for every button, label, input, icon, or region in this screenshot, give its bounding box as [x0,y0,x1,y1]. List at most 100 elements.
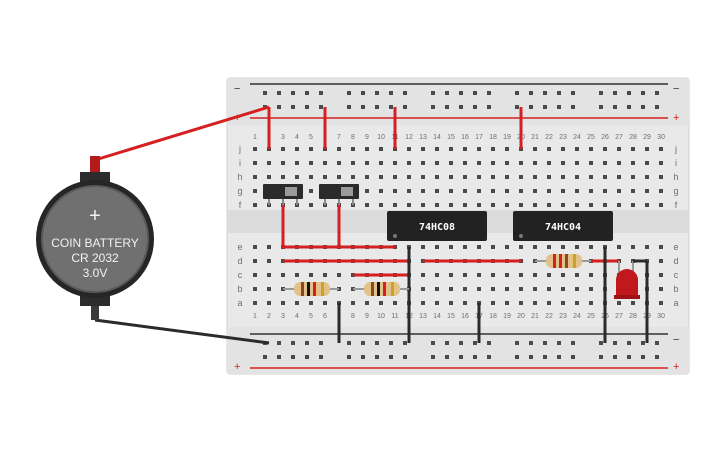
breadboard-hole[interactable] [659,259,663,263]
breadboard-hole[interactable] [281,147,285,151]
power-rail-hole[interactable] [319,105,323,109]
power-rail-hole[interactable] [347,91,351,95]
breadboard-hole[interactable] [463,203,467,207]
breadboard-hole[interactable] [575,147,579,151]
breadboard-hole[interactable] [267,259,271,263]
power-rail-hole[interactable] [473,105,477,109]
power-rail-hole[interactable] [403,91,407,95]
breadboard-hole[interactable] [421,189,425,193]
power-rail-hole[interactable] [641,341,645,345]
power-rail-hole[interactable] [599,355,603,359]
power-rail-hole[interactable] [571,341,575,345]
breadboard-hole[interactable] [547,245,551,249]
resistor-3[interactable] [535,254,591,268]
breadboard-hole[interactable] [519,301,523,305]
power-rail-hole[interactable] [473,341,477,345]
breadboard-hole[interactable] [645,245,649,249]
breadboard-hole[interactable] [351,175,355,179]
power-rail-hole[interactable] [571,105,575,109]
power-rail-hole[interactable] [361,355,365,359]
power-rail-hole[interactable] [445,341,449,345]
power-rail-hole[interactable] [389,355,393,359]
breadboard-hole[interactable] [561,175,565,179]
battery-negative-wire[interactable] [94,318,270,345]
breadboard-hole[interactable] [659,147,663,151]
breadboard-hole[interactable] [463,175,467,179]
breadboard-hole[interactable] [561,287,565,291]
breadboard-hole[interactable] [561,245,565,249]
breadboard-hole[interactable] [449,245,453,249]
breadboard-hole[interactable] [659,161,663,165]
breadboard-hole[interactable] [337,161,341,165]
breadboard-hole[interactable] [253,301,257,305]
power-rail-hole[interactable] [655,91,659,95]
power-rail-hole[interactable] [277,355,281,359]
breadboard-hole[interactable] [505,287,509,291]
breadboard-hole[interactable] [491,301,495,305]
power-rail-hole[interactable] [389,91,393,95]
chip-74hc08[interactable]: 74HC08 [387,211,487,241]
breadboard-hole[interactable] [659,245,663,249]
power-rail-hole[interactable] [627,91,631,95]
power-rail-hole[interactable] [263,91,267,95]
power-rail-hole[interactable] [557,91,561,95]
breadboard-hole[interactable] [253,273,257,277]
breadboard-hole[interactable] [533,203,537,207]
power-rail-hole[interactable] [389,341,393,345]
breadboard-hole[interactable] [631,301,635,305]
power-rail-hole[interactable] [515,105,519,109]
breadboard-hole[interactable] [505,301,509,305]
power-rail-hole[interactable] [557,105,561,109]
breadboard-hole[interactable] [435,161,439,165]
power-rail-hole[interactable] [459,355,463,359]
power-rail-hole[interactable] [487,105,491,109]
power-rail-hole[interactable] [515,355,519,359]
breadboard-hole[interactable] [393,301,397,305]
breadboard-hole[interactable] [645,203,649,207]
breadboard-hole[interactable] [617,301,621,305]
breadboard-hole[interactable] [533,245,537,249]
breadboard-hole[interactable] [561,203,565,207]
power-rail-hole[interactable] [277,341,281,345]
power-rail-hole[interactable] [529,341,533,345]
power-rail-hole[interactable] [557,355,561,359]
breadboard-hole[interactable] [589,245,593,249]
breadboard-hole[interactable] [281,301,285,305]
breadboard-hole[interactable] [477,245,481,249]
power-rail-hole[interactable] [431,91,435,95]
breadboard-hole[interactable] [505,273,509,277]
power-rail-hole[interactable] [571,355,575,359]
breadboard-hole[interactable] [407,189,411,193]
breadboard-hole[interactable] [393,203,397,207]
breadboard-hole[interactable] [575,287,579,291]
breadboard-hole[interactable] [561,161,565,165]
breadboard-hole[interactable] [547,175,551,179]
power-rail-hole[interactable] [459,91,463,95]
breadboard-hole[interactable] [253,203,257,207]
breadboard-hole[interactable] [631,161,635,165]
power-rail-hole[interactable] [375,91,379,95]
breadboard-hole[interactable] [617,203,621,207]
power-rail-hole[interactable] [319,341,323,345]
breadboard-hole[interactable] [295,161,299,165]
power-rail-hole[interactable] [655,355,659,359]
power-rail-hole[interactable] [487,91,491,95]
breadboard-hole[interactable] [365,161,369,165]
power-rail-hole[interactable] [347,355,351,359]
chip-74hc04[interactable]: 74HC04 [513,211,613,241]
power-rail-hole[interactable] [305,341,309,345]
breadboard-hole[interactable] [449,189,453,193]
power-rail-hole[interactable] [487,341,491,345]
breadboard-hole[interactable] [337,175,341,179]
breadboard-hole[interactable] [253,259,257,263]
breadboard-hole[interactable] [589,161,593,165]
breadboard-hole[interactable] [323,175,327,179]
breadboard-hole[interactable] [491,273,495,277]
power-rail-hole[interactable] [641,91,645,95]
breadboard-hole[interactable] [547,287,551,291]
power-rail-hole[interactable] [543,105,547,109]
breadboard-hole[interactable] [365,189,369,193]
breadboard-hole[interactable] [407,203,411,207]
power-rail-hole[interactable] [319,91,323,95]
breadboard-hole[interactable] [659,175,663,179]
